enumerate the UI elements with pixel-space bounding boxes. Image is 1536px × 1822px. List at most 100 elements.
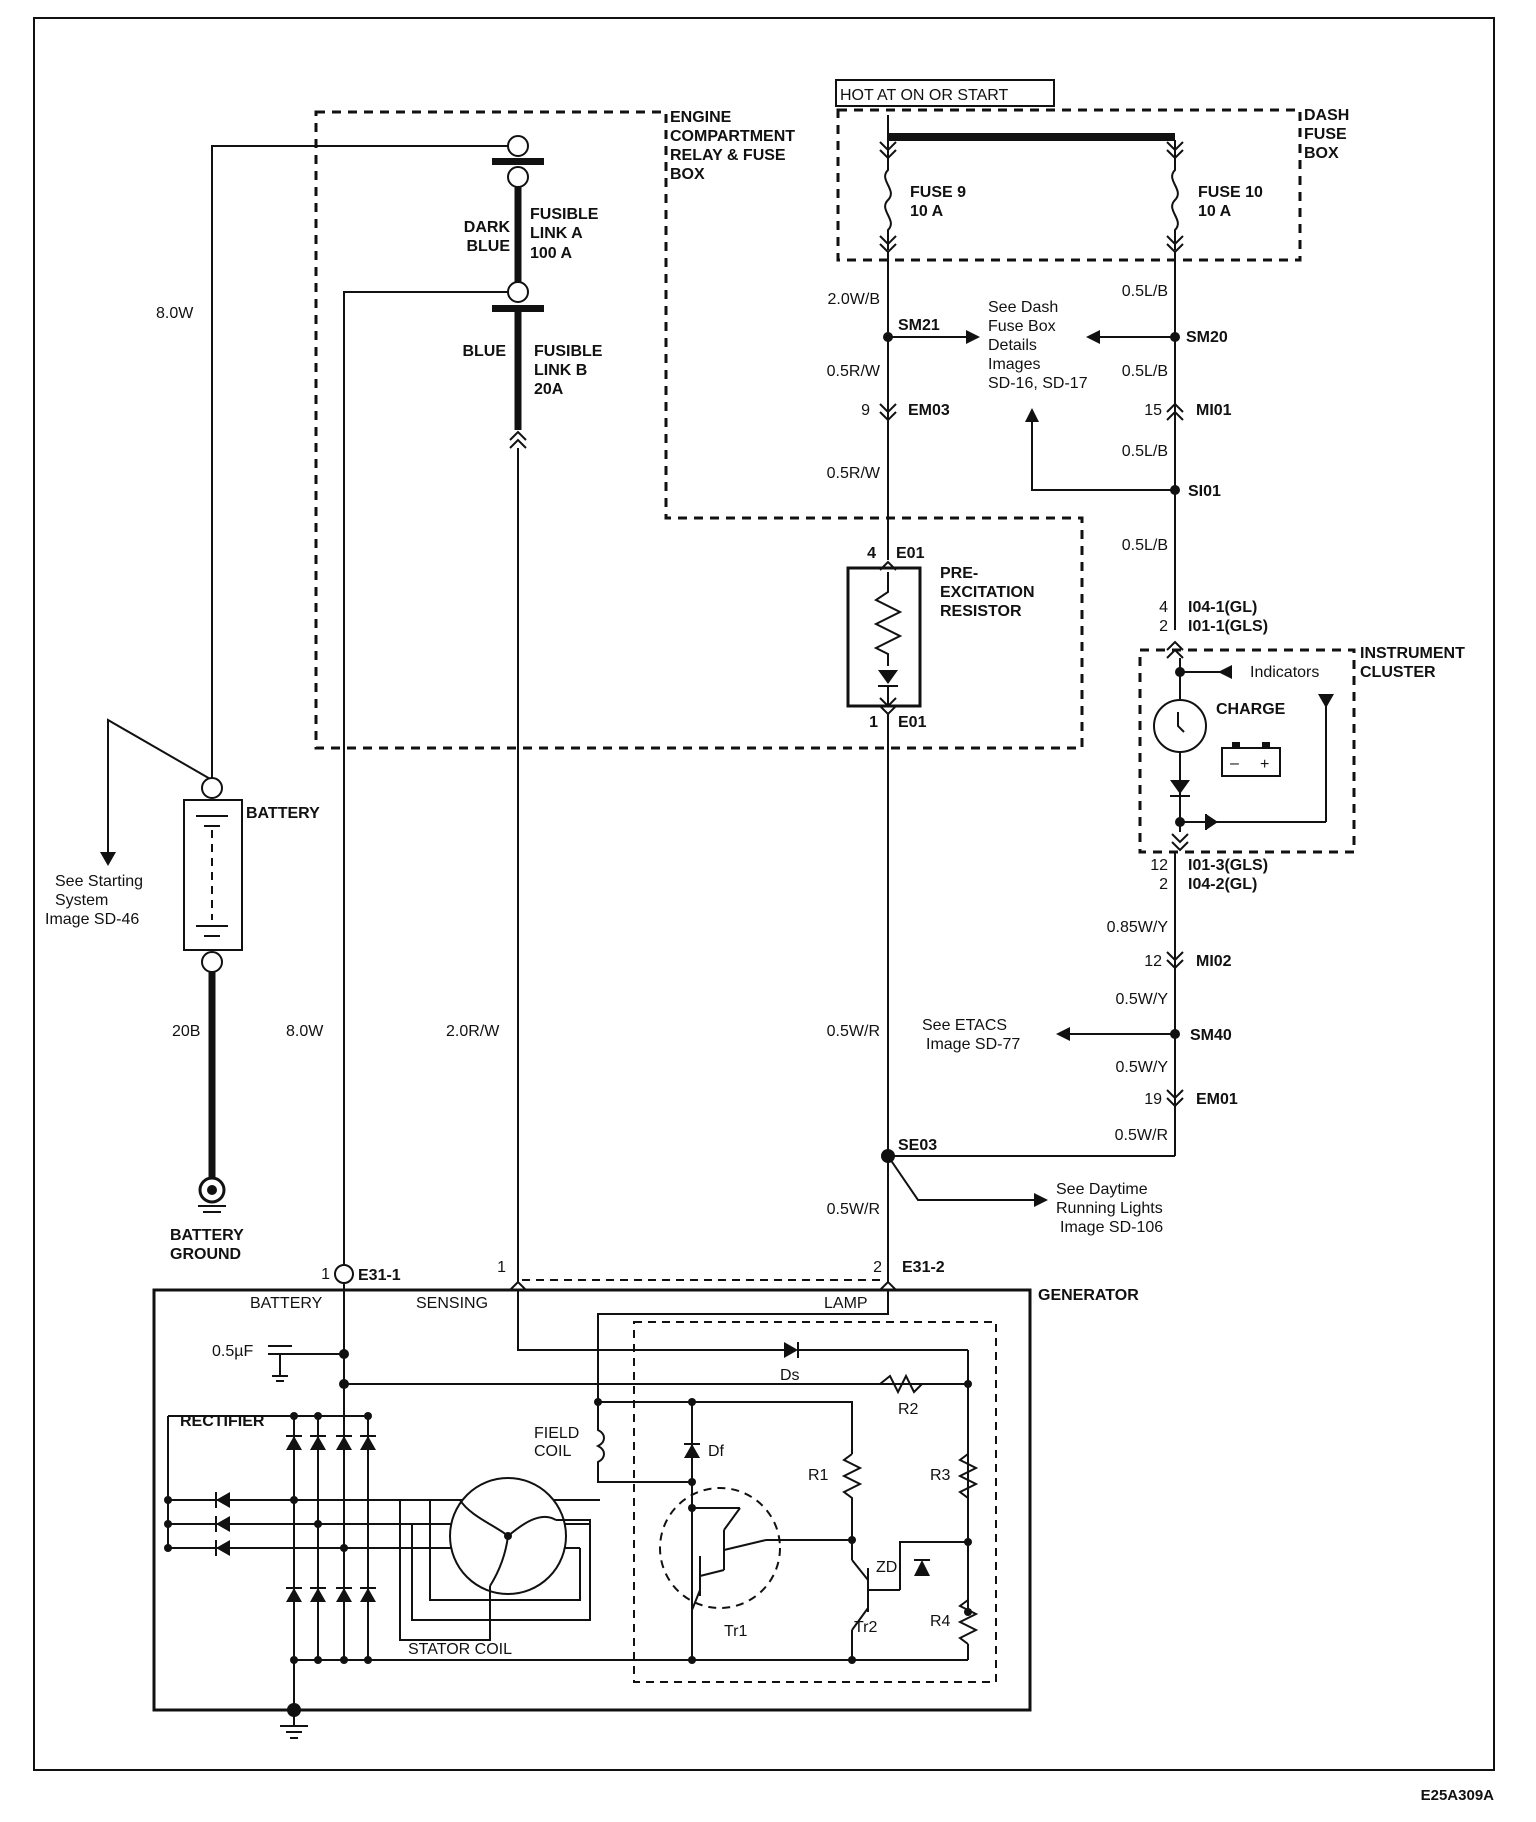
stator-coil-label: STATOR COIL	[408, 1641, 512, 1658]
sensing-pin: 1	[497, 1259, 506, 1276]
wire-05wy-2-label: 0.5W/Y	[1116, 1059, 1169, 1076]
generator-label: GENERATOR	[1038, 1287, 1139, 1304]
i04-2-pin: 2	[1159, 876, 1168, 893]
zd-label: ZD	[876, 1559, 897, 1576]
wire-05rw-1-label: 0.5R/W	[827, 363, 881, 380]
em03-pin: 9	[861, 402, 870, 419]
wire-05rw-2-label: 0.5R/W	[827, 465, 881, 482]
wire-05lb-2-label: 0.5L/B	[1122, 363, 1168, 380]
mi01-pin: 15	[1144, 402, 1162, 419]
fusible-link-b-color: BLUE	[462, 343, 506, 360]
wire-battery-to-link-a	[211, 145, 508, 780]
i04-2-label: I04-2(GL)	[1188, 876, 1257, 893]
regulator-box	[633, 1321, 997, 1683]
r2-label: R2	[898, 1401, 919, 1418]
tr1-label: Tr1	[724, 1623, 748, 1640]
mi02-pin: 12	[1144, 953, 1162, 970]
wire-80w-top-label: 8.0W	[156, 305, 194, 322]
svg-text:–: –	[1230, 755, 1239, 772]
em01-label: EM01	[1196, 1091, 1238, 1108]
fuse-10	[1171, 140, 1179, 250]
dash-fuse-box-outline	[836, 108, 1302, 262]
wire-20rw-label: 2.0R/W	[446, 1023, 500, 1040]
wire-20wb-label: 2.0W/B	[828, 291, 880, 308]
em01-pin: 19	[1144, 1091, 1162, 1108]
wire-05lb-3-label: 0.5L/B	[1122, 443, 1168, 460]
sm21-label: SM21	[898, 317, 940, 334]
battery-label: BATTERY	[246, 805, 320, 822]
wire-80w-bot-label: 8.0W	[286, 1023, 324, 1040]
battery-icon	[1221, 747, 1281, 777]
svg-text:+: +	[1260, 756, 1269, 773]
charge-label: CHARGE	[1216, 701, 1286, 718]
wire-20b-label: 20B	[172, 1023, 200, 1040]
rectifier-diodes	[286, 1416, 376, 1660]
r4-label: R4	[930, 1613, 951, 1630]
e01-bot-label: E01	[898, 714, 927, 731]
mi01-label: MI01	[1196, 402, 1232, 419]
hot-label-box	[835, 79, 1055, 107]
i01-3-pin: 12	[1150, 857, 1168, 874]
wire-05wr-1-label: 0.5W/R	[827, 1023, 880, 1040]
e01-top-pin: 4	[867, 545, 876, 562]
sm40-label: SM40	[1190, 1027, 1232, 1044]
r3-label: R3	[930, 1467, 951, 1484]
r1-label: R1	[808, 1467, 829, 1484]
indicators-label: Indicators	[1250, 664, 1319, 681]
engine-compartment-box-outline	[314, 110, 1084, 750]
e01-top-label: E01	[896, 545, 925, 562]
hot-label: HOT AT ON OR START	[840, 87, 1009, 104]
fusible-link-b-amp: 20A	[534, 381, 564, 398]
fuse-10-amp: 10 A	[1198, 203, 1232, 220]
i01-3-label: I01-3(GLS)	[1188, 857, 1268, 874]
generator-ground-icon	[287, 1703, 301, 1717]
e31-2-label: E31-2	[902, 1259, 945, 1276]
sm20-label: SM20	[1186, 329, 1228, 346]
wire-05wr-3-label: 0.5W/R	[827, 1201, 880, 1218]
e01-bot-pin: 1	[869, 714, 878, 731]
tr2-transistor	[851, 1559, 869, 1660]
ds-label: Ds	[780, 1367, 800, 1384]
outer-frame	[33, 17, 1495, 1771]
wire-05lb-4-label: 0.5L/B	[1122, 537, 1168, 554]
e31-1-label: E31-1	[358, 1267, 401, 1284]
rectifier-label: RECTIFIER	[180, 1413, 265, 1430]
gen-sensing-label: SENSING	[416, 1295, 488, 1312]
generator-box	[152, 1288, 1032, 1712]
figure-id: E25A309A	[1421, 1787, 1495, 1804]
i04-1-label: I04-1(GL)	[1188, 599, 1257, 616]
pre-excitation-resistor	[846, 566, 922, 708]
fuse-9	[884, 140, 892, 250]
i01-1-pin: 2	[1159, 618, 1168, 635]
i01-1-label: I01-1(GLS)	[1188, 618, 1268, 635]
fuse-10-label: FUSE 10	[1198, 184, 1263, 201]
capacitor-label: 0.5µF	[212, 1343, 253, 1360]
wire-05wr-2-label: 0.5W/R	[1115, 1127, 1168, 1144]
fusible-link-a-amp: 100 A	[530, 245, 573, 262]
i04-1-pin: 4	[1159, 599, 1168, 616]
se03-label: SE03	[898, 1137, 937, 1154]
tr2-label: Tr2	[854, 1619, 878, 1636]
battery	[183, 799, 243, 951]
gen-lamp-label: LAMP	[824, 1295, 868, 1312]
gen-battery-label: BATTERY	[250, 1295, 323, 1312]
df-label: Df	[708, 1443, 725, 1460]
mi02-label: MI02	[1196, 953, 1232, 970]
e31-1-pin: 1	[321, 1266, 330, 1283]
wire-085wy-label: 0.85W/Y	[1107, 919, 1169, 936]
fuse-9-label: FUSE 9	[910, 184, 966, 201]
em03-label: EM03	[908, 402, 950, 419]
